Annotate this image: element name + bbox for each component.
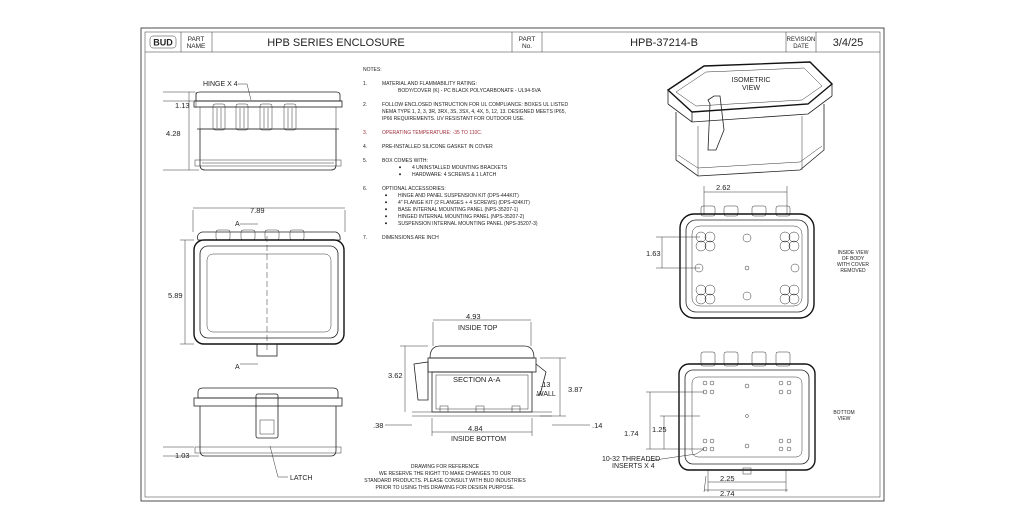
note-text: IP66 REQUIREMENTS. UV RESISTANT FOR OUTD… — [382, 116, 525, 122]
note-number: 1. — [363, 81, 367, 87]
inside-view-label: REMOVED — [840, 268, 866, 274]
dim-inside-width: 2.62 — [716, 183, 731, 192]
note-text: OPTIONAL ACCESSORIES: — [382, 186, 446, 192]
part-name-label-2: NAME — [187, 43, 206, 50]
dim-flange-right: .14 — [592, 421, 602, 430]
note-text: PRE-INSTALLED SILICONE GASKET IN COVER — [382, 144, 493, 150]
dim-side-base: 1.03 — [175, 451, 190, 460]
note-bullet — [385, 222, 387, 225]
dim-bottom-h1: 1.74 — [624, 429, 639, 438]
dim-inside-height: 1.63 — [646, 249, 661, 258]
note-bullet-text: SUSPENSION INTERNAL MOUNTING PANEL (NPS-… — [398, 221, 538, 227]
inside-bottom-label: INSIDE BOTTOM — [451, 436, 506, 443]
bottom-view: 1.25 1.74 2.25 2.74 10-32 THREADED INSER… — [602, 351, 855, 498]
part-name-value: HPB SERIES ENCLOSURE — [267, 37, 405, 49]
inside-view-label: INSIDE VIEW — [838, 250, 869, 256]
note-number: 2. — [363, 102, 367, 108]
dim-wall: .13 — [540, 380, 550, 389]
note-text: BODY/COVER (K) - PC BLACK POLYCARBONATE … — [398, 88, 541, 94]
dim-bottom-h2: 1.25 — [652, 425, 667, 434]
note-number: 7. — [363, 235, 367, 241]
notes-heading: NOTES: — [363, 67, 382, 73]
note-bullet — [385, 201, 387, 204]
hinge-callout: HINGE X 4 — [203, 81, 238, 88]
part-no-label: PART — [519, 36, 536, 43]
wall-label: WALL — [537, 391, 556, 398]
revision-label: REVISION — [787, 37, 816, 43]
note-bullet — [385, 215, 387, 218]
note-text: BOX COMES WITH: — [382, 158, 428, 164]
note-text: DIMENSIONS ARE INCH — [382, 235, 439, 241]
dim-inside-bottom-width: 4.84 — [468, 424, 483, 433]
inside-view-label: OF BODY — [842, 256, 865, 262]
section-marker-top: A — [235, 221, 240, 228]
dim-bottom-w1: 2.25 — [720, 474, 735, 483]
notes-block: NOTES: 1. MATERIAL AND FLAMMABILITY RATIN… — [363, 67, 568, 241]
disclaimer-line: DRAWING FOR REFERENCE — [411, 464, 480, 470]
dim-inside-top-width: 4.93 — [466, 312, 481, 321]
inserts-callout-2: INSERTS X 4 — [612, 463, 655, 470]
note-bullet-text: 4" FLANGE KIT (2 FLANGES + 4 SCREWS) (DP… — [398, 200, 530, 206]
inside-view: 2.62 1.63 INSIDE VIEW OF BODY WITH COVER… — [646, 183, 869, 319]
dim-front-height: 4.28 — [166, 129, 181, 138]
dim-section-h1: 3.62 — [388, 371, 403, 380]
note-text: FOLLOW ENCLOSED INSTRUCTION FOR UL COMPL… — [382, 102, 568, 108]
bottom-view-label: BOTTOM — [833, 410, 854, 416]
top-view: 7.89 A 5.89 A — [168, 206, 346, 371]
note-number: 3. — [363, 130, 367, 136]
part-no-value: HPB-37214-B — [630, 37, 698, 49]
note-text: OPERATING TEMPERATURE: -35 TO 110C. — [382, 130, 482, 136]
revision-label-2: DATE — [793, 44, 809, 50]
section-label: SECTION A-A — [453, 375, 501, 384]
dim-top-height: 5.89 — [168, 291, 183, 300]
isometric-view: ISOMETRIC VIEW — [666, 61, 834, 177]
latch-callout: LATCH — [290, 475, 312, 482]
note-bullet — [399, 166, 401, 169]
note-bullet-text: BASE INTERNAL MOUNTING PANEL (NPS-35207-… — [398, 207, 518, 213]
side-view: 1.03 LATCH — [163, 387, 343, 482]
bud-logo — [149, 35, 177, 49]
dim-bottom-w2: 2.74 — [720, 489, 735, 498]
outer-border — [140, 27, 885, 502]
note-bullet-text: HINGED INTERNAL MOUNTING PANEL (NPS-3520… — [398, 214, 525, 220]
section-marker-bottom: A — [235, 364, 240, 371]
note-bullet-text: HINGE AND PANEL SUSPENSION KIT (DPS-444K… — [398, 193, 519, 199]
logo-text: BUD — [153, 38, 173, 48]
dim-flange-left: .38 — [373, 421, 383, 430]
bottom-view-label-2: VIEW — [838, 416, 851, 422]
inside-view-label: WITH COVER — [837, 262, 869, 268]
revision-date: 3/4/25 — [833, 37, 864, 49]
isometric-label-2: VIEW — [742, 85, 760, 92]
note-bullet — [385, 208, 387, 211]
front-view: 1.13 4.28 HINGE X 4 — [163, 81, 343, 171]
dim-front-cover: 1.13 — [175, 101, 190, 110]
note-number: 4. — [363, 144, 367, 150]
note-bullet-text: HARDWARE: 4 SCREWS & 1 LATCH — [412, 172, 497, 178]
note-number: 5. — [363, 158, 367, 164]
note-text: MATERIAL AND FLAMMABILITY RATING: — [382, 81, 477, 87]
dim-section-h2: 3.87 — [568, 385, 583, 394]
note-bullet — [385, 194, 387, 197]
inserts-callout: 10-32 THREADED — [602, 456, 660, 463]
part-name-label: PART — [188, 36, 205, 43]
inner-border — [144, 31, 881, 498]
section-view: 4.93 INSIDE TOP SECTION A-A 3.62 .13 WAL… — [373, 312, 602, 443]
inside-top-label: INSIDE TOP — [458, 325, 498, 332]
note-text: NEMA TYPE 1, 2, 3, 3R, 3RX, 3S, 3SX, 4, … — [382, 109, 566, 115]
note-bullet — [399, 173, 401, 176]
disclaimer-line: PRIOR TO USING THIS DRAWING FOR DESIGN P… — [376, 485, 515, 491]
dim-top-width: 7.89 — [250, 206, 265, 215]
note-number: 6. — [363, 186, 367, 192]
isometric-label: ISOMETRIC — [732, 77, 771, 84]
disclaimer-block: DRAWING FOR REFERENCE WE RESERVE THE RIG… — [364, 464, 526, 491]
disclaimer-line: STANDARD PRODUCTS. PLEASE CONSULT WITH B… — [364, 478, 526, 484]
part-no-label-2: No. — [522, 43, 532, 50]
disclaimer-line: WE RESERVE THE RIGHT TO MAKE CHANGES TO … — [379, 471, 511, 477]
title-block: BUD PART NAME HPB SERIES ENCLOSURE PART … — [145, 32, 880, 53]
note-bullet-text: 4 UNINSTALLED MOUNTING BRACKETS — [412, 165, 508, 171]
